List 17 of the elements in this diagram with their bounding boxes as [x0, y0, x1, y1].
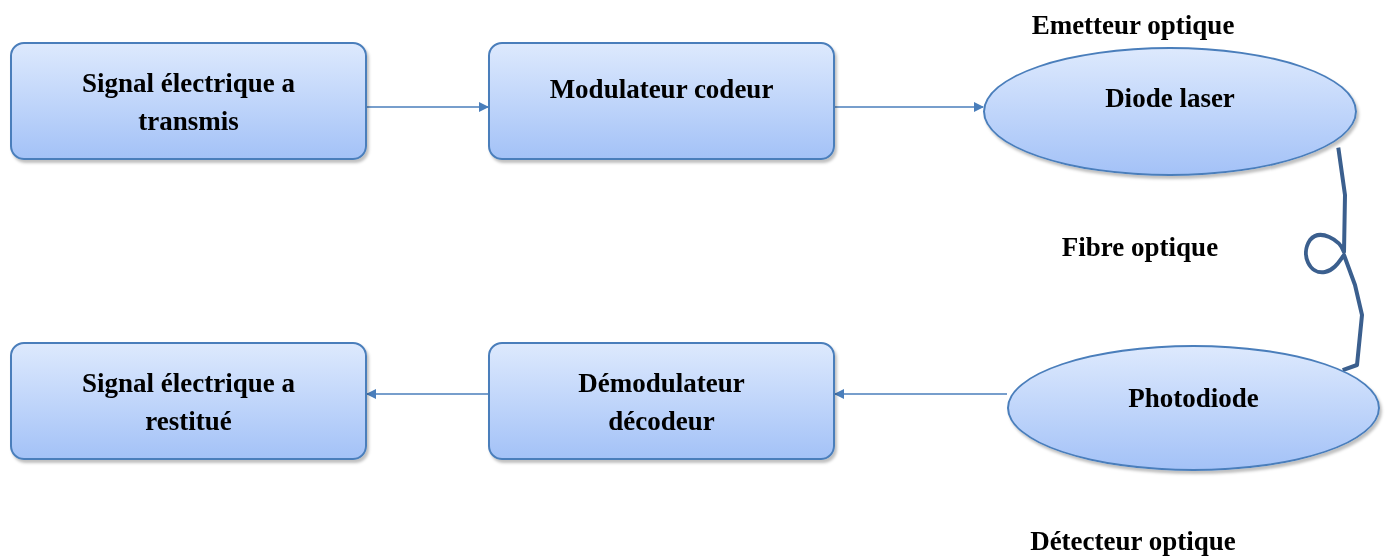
node-label: Signal électrique a restitué: [81, 367, 296, 438]
arrow: [366, 389, 489, 399]
fiber-cable: [1304, 147, 1364, 373]
node-caption: Détecteur optique: [1029, 525, 1237, 558]
node-label: Diode laser: [1105, 82, 1235, 115]
arrow: [834, 389, 1008, 399]
node-label: Modulateur codeur: [549, 73, 774, 106]
arrow: [366, 102, 489, 112]
process-box: [488, 342, 835, 460]
node-caption: Emetteur optique: [1030, 9, 1236, 42]
node-label: Photodiode: [1128, 382, 1259, 415]
process-box: [488, 42, 835, 160]
node-label: Signal électrique a transmis: [81, 67, 296, 138]
process-box: [10, 342, 367, 460]
arrow: [834, 102, 984, 112]
process-box: [10, 42, 367, 160]
node-label: Démodulateur décodeur: [577, 367, 746, 438]
